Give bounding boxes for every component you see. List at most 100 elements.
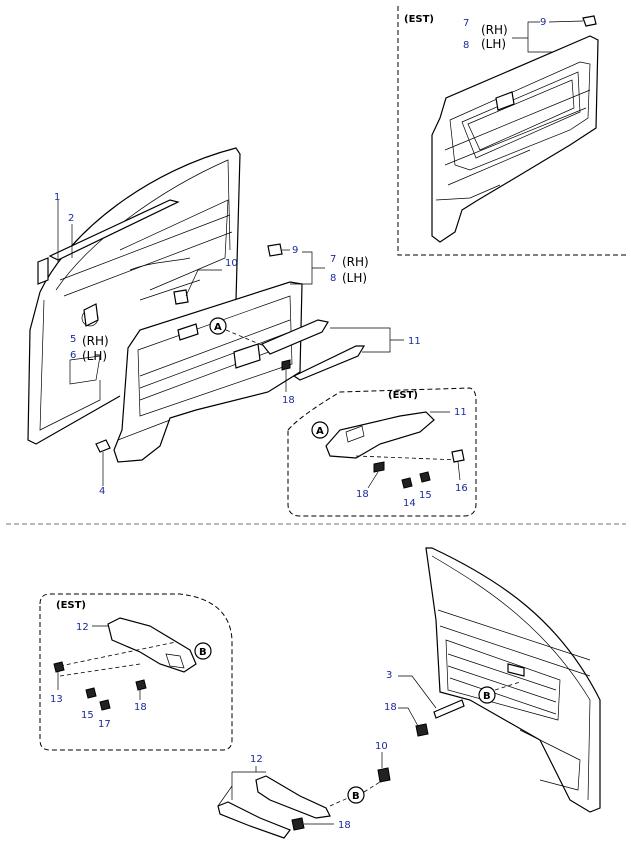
door-window-regulator xyxy=(119,199,229,291)
handle-bezel xyxy=(495,91,515,111)
part-label-3: 3 xyxy=(386,670,392,681)
part-label-4: 4 xyxy=(99,486,105,497)
part-label-10: 10 xyxy=(225,258,238,269)
ref-label-a: A xyxy=(214,322,222,333)
clip-part-15 xyxy=(419,471,431,483)
rear-armrest-part-12 xyxy=(255,775,331,819)
trim-panel-inner xyxy=(137,295,293,417)
door-linkage xyxy=(129,257,201,301)
ref-label-a-est: A xyxy=(316,426,324,437)
rear-door-inner-edge xyxy=(431,555,591,801)
est-label: (EST) xyxy=(404,14,434,25)
part-label-16: 16 xyxy=(455,483,468,494)
ref-circle-b-est xyxy=(194,642,212,660)
clip-part-16 xyxy=(451,449,465,463)
ref-circle-a-est xyxy=(311,421,329,439)
leader-12-rear xyxy=(217,771,266,807)
front-door-assembly: 1 2 5 6 (RH) (LH) 4 xyxy=(27,147,241,497)
part-label-11: 11 xyxy=(408,336,421,347)
ref-label-b-est: B xyxy=(199,647,207,658)
rear-armrest-parts: 12 B 18 xyxy=(217,754,381,839)
leader-16 xyxy=(457,461,461,481)
ref-b-door-leader xyxy=(494,681,521,691)
part-label-8: 8 xyxy=(463,40,469,51)
est-inset-front-panel: (EST) 7 8 (RH) (LH) 9 xyxy=(397,6,626,256)
armrest-est-switch xyxy=(345,425,365,443)
ref-circle-b xyxy=(347,786,365,804)
screw-part-18 xyxy=(281,359,291,371)
trim-lower-line xyxy=(117,419,171,441)
lh-label: (LH) xyxy=(481,37,506,51)
part-label-18-door: 18 xyxy=(384,702,397,713)
ref-label-b: B xyxy=(352,791,360,802)
rear-handle-bezel xyxy=(507,663,525,677)
clip-icon xyxy=(582,15,597,27)
weatherstrip-part-1 xyxy=(37,257,49,285)
front-door-trim-panel: 9 7 8 (RH) (LH) 10 11 A 18 xyxy=(113,243,421,463)
part-label-1: 1 xyxy=(54,192,60,203)
panel-pocket-outline xyxy=(461,71,581,159)
part-label-7-main: 7 xyxy=(330,254,336,265)
rear-door-beltline xyxy=(437,609,591,677)
leader-7-8-main xyxy=(290,251,325,285)
screw-part-18-rear-est xyxy=(135,679,147,691)
armrest-part-11 xyxy=(261,319,329,355)
ref-b-leader-2 xyxy=(363,781,381,793)
part-label-12-est: 12 xyxy=(76,622,89,633)
leader-18-door xyxy=(398,707,419,727)
part-label-18-rear-est: 18 xyxy=(134,702,147,713)
rh-label-main: (RH) xyxy=(342,255,369,269)
est-rear-leader xyxy=(59,641,177,667)
weatherstrip-part-2 xyxy=(48,199,180,261)
trim-panel-body xyxy=(113,281,303,463)
clip-part-17 xyxy=(99,699,111,711)
part-label-7: 7 xyxy=(463,18,469,29)
panel-pocket-inner xyxy=(467,79,575,151)
panel-lower-line xyxy=(435,184,501,201)
lh-label-main: (LH) xyxy=(342,271,367,285)
armrest-cover-part-11 xyxy=(292,345,366,381)
est-inset-border xyxy=(397,6,626,256)
clip-part-10-rear xyxy=(377,767,391,783)
leader-18-est xyxy=(367,471,379,489)
door-outer-lower xyxy=(27,291,121,445)
part-label-15-rear: 15 xyxy=(81,710,94,721)
panel-lines xyxy=(444,89,591,186)
part-label-14: 14 xyxy=(403,498,416,509)
rear-armrest-est-switch xyxy=(165,653,185,669)
est-rear-border xyxy=(39,593,233,751)
part-label-12: 12 xyxy=(250,754,263,765)
door-inner-lower xyxy=(39,299,101,431)
screw-part-18-rear xyxy=(291,817,305,831)
ref-circle-b-door xyxy=(478,686,496,704)
est-armrest-leader xyxy=(355,455,461,461)
part-label-10-rear: 10 xyxy=(375,741,388,752)
rh-label-handle: (RH) xyxy=(82,334,109,348)
strip-part-3 xyxy=(433,699,465,719)
est-label-rear: (EST) xyxy=(56,600,86,611)
part-label-13: 13 xyxy=(50,694,63,705)
door-frame-outer xyxy=(39,147,241,313)
rear-armrest-est-part-12 xyxy=(107,617,197,673)
clip-part-14 xyxy=(401,477,413,489)
est-inset-rear-armrest: (EST) 12 B 13 15 17 18 xyxy=(39,593,233,751)
part-label-18-rear: 18 xyxy=(338,820,351,831)
rh-label: (RH) xyxy=(481,23,508,37)
trim-panel-lines xyxy=(139,319,291,401)
door-frame-inner xyxy=(55,159,231,291)
clip-part-15-rear xyxy=(85,687,97,699)
part-label-18: 18 xyxy=(282,395,295,406)
lh-label-handle: (LH) xyxy=(82,349,107,363)
leader-10 xyxy=(185,269,222,297)
part-label-17: 17 xyxy=(98,719,111,730)
inside-handle xyxy=(83,303,99,327)
leader-3 xyxy=(398,675,437,709)
door-trim-panel xyxy=(431,35,599,243)
ref-label-b-door: B xyxy=(483,691,491,702)
part-label-5: 5 xyxy=(70,334,76,345)
rear-door-trim-pocket xyxy=(445,639,561,721)
part-label-9: 9 xyxy=(540,17,546,28)
rear-door-assembly: B 3 18 10 xyxy=(375,547,601,813)
rear-door-frame xyxy=(425,547,601,813)
